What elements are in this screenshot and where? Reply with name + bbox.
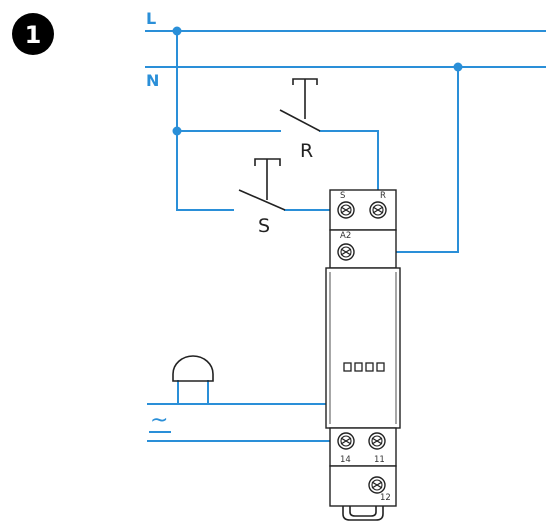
reset-switch-label: R — [300, 140, 313, 162]
set-switch-label: S — [258, 215, 270, 237]
terminal-r-label: R — [380, 191, 386, 201]
junctions — [172, 26, 463, 136]
step-badge-circle — [12, 13, 54, 55]
led-indicator-4 — [376, 362, 385, 372]
step-number: 1 — [25, 21, 42, 49]
screw-terminal-14 — [337, 432, 355, 450]
screw-terminal-r — [369, 201, 387, 219]
terminal-s-label: S — [340, 191, 345, 201]
supply-lines — [145, 30, 546, 68]
lamp-dome — [172, 355, 214, 382]
relay-body — [325, 267, 401, 429]
led-indicator-2 — [354, 362, 363, 372]
neutral-line-label: N — [146, 71, 159, 90]
terminal-14-label: 14 — [340, 455, 351, 465]
led-indicator-3 — [365, 362, 374, 372]
live-line-label: L — [146, 9, 156, 28]
junction-live — [172, 26, 182, 36]
led-indicator-1 — [343, 362, 352, 372]
reset-contact-blade — [279, 109, 321, 132]
live-drop-wire — [176, 30, 234, 211]
junction-neutral — [453, 62, 463, 72]
lamp — [172, 355, 214, 382]
ac-supply-symbol: ~ — [150, 408, 168, 433]
junction-reset — [172, 126, 182, 136]
terminal-a2-label: A2 — [340, 231, 351, 241]
screw-terminal-11 — [368, 432, 386, 450]
relay-module — [325, 189, 401, 521]
screw-terminal-12 — [368, 476, 386, 494]
control-wiring — [147, 30, 459, 442]
reset-pushbutton: R — [279, 78, 321, 162]
din-rail-clip-inner — [349, 506, 377, 517]
terminal-12-label: 12 — [380, 493, 391, 503]
screw-terminal-a2 — [337, 243, 355, 261]
step-badge: 1 — [12, 13, 54, 55]
din-rail-clip — [342, 506, 384, 521]
screw-terminal-s — [337, 201, 355, 219]
reset-to-terminal-wire — [319, 130, 379, 204]
terminal-11-label: 11 — [374, 455, 385, 465]
set-contact-blade — [238, 189, 286, 211]
set-pushbutton: S — [238, 158, 286, 237]
